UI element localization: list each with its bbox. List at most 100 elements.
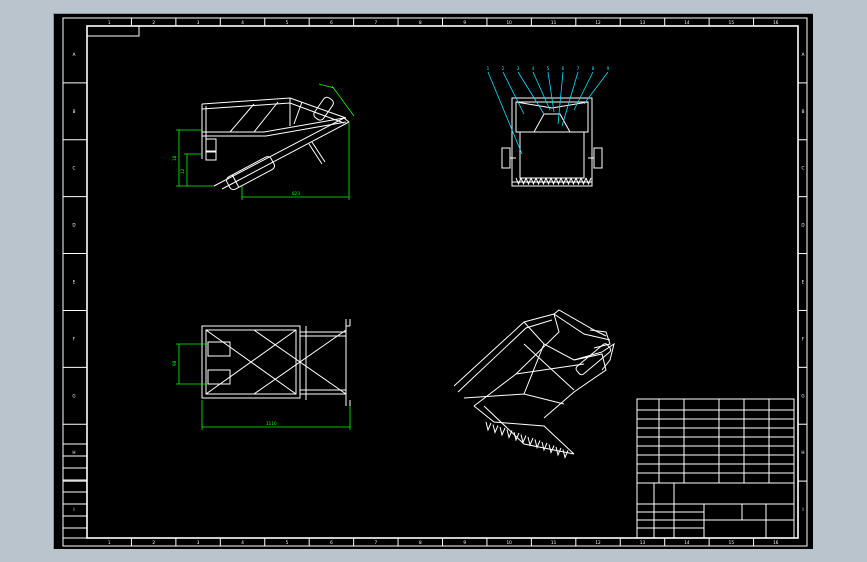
top-diagonal-4	[253, 329, 347, 395]
front-leader-line	[502, 71, 525, 115]
side-chute-top	[213, 117, 345, 187]
border-label-bottom: 15	[729, 540, 735, 545]
side-truss-3	[293, 101, 303, 125]
border-label-top: 1	[108, 20, 111, 25]
front-balloon-label: 9	[607, 66, 610, 71]
iso-frame-upper	[453, 313, 560, 407]
front-tooth	[575, 177, 582, 186]
top-cylinder-left-upper	[207, 341, 231, 357]
iso-cross-3	[523, 343, 545, 395]
front-balloon-label: 3	[517, 66, 520, 71]
front-balloon-label: 8	[592, 66, 595, 71]
border-label-bottom: 14	[684, 540, 690, 545]
front-tooth	[520, 177, 527, 186]
iso-tooth	[506, 429, 513, 440]
drawing-sheet: 1122334455667788991010111112121313141415…	[62, 17, 808, 547]
front-hopper	[519, 131, 585, 179]
border-label-top: 16	[773, 20, 779, 25]
border-label-bottom: 16	[773, 540, 779, 545]
side-dim-vertical-inner-label: 12	[180, 168, 185, 174]
border-label-bottom: 12	[595, 540, 601, 545]
front-right-wheel	[593, 147, 603, 169]
border-label-left: C	[73, 166, 76, 171]
iso-tooth	[499, 426, 506, 437]
side-roller	[313, 96, 334, 121]
border-label-top: 6	[330, 20, 333, 25]
border-label-right: G	[801, 393, 804, 398]
iso-tooth	[513, 431, 520, 442]
front-tooth	[550, 177, 557, 186]
border-label-bottom: 4	[241, 540, 244, 545]
border-label-right: H	[801, 450, 804, 455]
top-dim-vertical-label: 98	[172, 360, 177, 366]
iso-tooth	[520, 434, 527, 445]
top-view: 98 1110	[172, 319, 351, 430]
front-tooth	[570, 177, 577, 186]
sheet-outer-border	[62, 17, 808, 547]
border-label-left: E	[73, 280, 76, 285]
border-zone-labels: 1122334455667788991010111112121313141415…	[72, 20, 804, 545]
front-leader-line	[583, 71, 609, 105]
border-label-bottom: 5	[286, 540, 289, 545]
border-label-right: B	[802, 109, 805, 114]
iso-hopper	[473, 405, 575, 455]
border-label-bottom: 1	[108, 540, 111, 545]
front-leader-line	[487, 71, 523, 155]
front-tooth	[565, 177, 572, 186]
revision-strip	[62, 443, 88, 539]
side-truss-2	[253, 101, 279, 133]
front-left-wheel	[501, 147, 511, 169]
front-teeth-row	[515, 177, 592, 186]
border-label-right: C	[802, 166, 805, 171]
front-leader-line	[547, 71, 555, 113]
iso-tooth	[485, 421, 492, 432]
border-label-right: D	[801, 223, 804, 228]
front-tooth	[555, 177, 562, 186]
border-label-right: F	[802, 336, 805, 341]
side-dim-horizontal-label: 823	[292, 191, 300, 196]
border-label-top: 12	[595, 20, 601, 25]
side-bracket-upper	[205, 138, 217, 152]
front-tooth	[515, 177, 522, 186]
front-upper-frame	[515, 101, 589, 133]
isometric-view	[453, 309, 615, 460]
front-inner-arch	[533, 113, 571, 133]
front-tooth	[580, 177, 587, 186]
drawing-code-box	[86, 25, 140, 37]
side-view: 18 12 823	[172, 83, 355, 200]
front-balloon-label: 4	[532, 66, 535, 71]
border-label-bottom: 3	[197, 540, 200, 545]
border-label-right: I	[802, 507, 803, 512]
title-block	[636, 482, 795, 539]
front-tooth	[535, 177, 542, 186]
front-tooth	[525, 177, 532, 186]
border-label-left: H	[72, 450, 75, 455]
iso-cylinder	[575, 343, 612, 376]
border-label-left: D	[72, 223, 75, 228]
front-tooth	[585, 177, 592, 186]
border-label-bottom: 10	[506, 540, 512, 545]
front-leader-line	[561, 71, 579, 127]
side-truss-1	[229, 103, 255, 133]
border-label-top: 11	[551, 20, 557, 25]
side-mid-rail	[202, 117, 345, 133]
side-dim-vertical-outer-label: 18	[172, 155, 177, 161]
front-leader-line	[573, 71, 594, 111]
iso-tooth	[492, 424, 499, 435]
border-label-top: 9	[463, 20, 466, 25]
border-label-top: 13	[640, 20, 646, 25]
side-chute-bottom	[221, 121, 350, 190]
border-label-left: I	[73, 507, 74, 512]
border-label-bottom: 7	[375, 540, 378, 545]
iso-tooth	[541, 441, 548, 452]
side-cylinder	[226, 156, 275, 191]
side-top-rail-inner	[201, 102, 345, 124]
border-label-bottom: 6	[330, 540, 333, 545]
sheet-inner-border	[86, 25, 799, 539]
border-label-top: 14	[684, 20, 690, 25]
side-mid-rail-inner	[202, 121, 347, 137]
border-label-left: B	[73, 109, 76, 114]
